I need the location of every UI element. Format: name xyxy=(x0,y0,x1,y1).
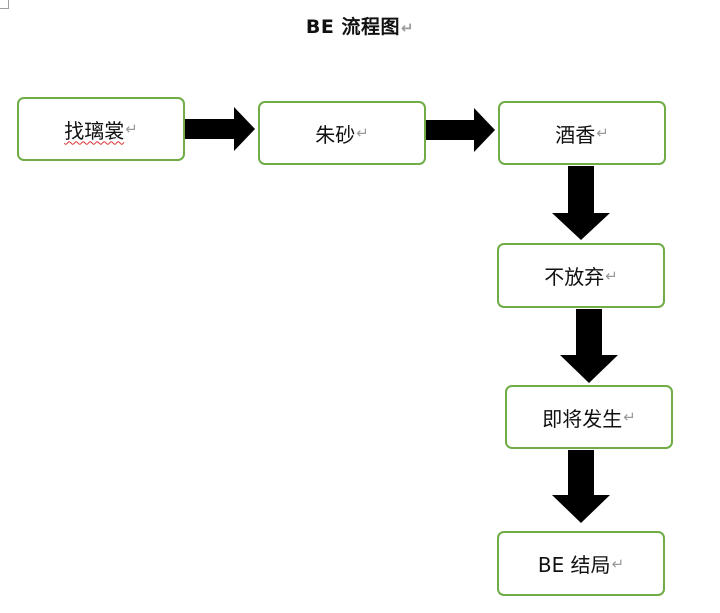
paragraph-mark-icon: ↵ xyxy=(605,266,618,285)
flow-node-2-label: 朱砂 xyxy=(315,122,356,147)
diagram-title: BE 流程图↵ xyxy=(0,12,720,39)
flow-node-4-label: 不放弃 xyxy=(544,265,605,289)
page-corner-mark xyxy=(0,0,9,9)
flow-node-5-label: 即将发生 xyxy=(542,406,623,431)
paragraph-mark-icon: ↵ xyxy=(125,120,138,138)
arrow-right-2 xyxy=(426,108,495,152)
arrow-down-1 xyxy=(552,166,610,240)
paragraph-mark-icon: ↵ xyxy=(623,408,636,426)
paragraph-mark-icon: ↵ xyxy=(356,124,369,142)
flow-node-1: 找璃裳↵ xyxy=(17,97,185,161)
flow-node-1-label: 找璃裳 xyxy=(64,118,125,143)
arrow-down-3 xyxy=(552,450,610,523)
paragraph-mark-icon: ↵ xyxy=(401,19,415,37)
flow-node-2: 朱砂↵ xyxy=(258,101,426,165)
flow-node-4: 不放弃↵ xyxy=(497,243,665,308)
arrow-right-1 xyxy=(185,107,255,151)
paragraph-mark-icon: ↵ xyxy=(596,124,609,142)
flow-node-3: 酒香↵ xyxy=(498,101,666,165)
diagram-title-text: BE 流程图 xyxy=(305,16,400,38)
flow-node-6-label: BE 结局 xyxy=(537,553,611,577)
flow-node-6: BE 结局↵ xyxy=(497,531,665,596)
paragraph-mark-icon: ↵ xyxy=(611,554,625,573)
arrow-down-2 xyxy=(560,309,618,383)
flow-node-5: 即将发生↵ xyxy=(505,385,673,449)
flow-node-3-label: 酒香 xyxy=(555,122,596,147)
